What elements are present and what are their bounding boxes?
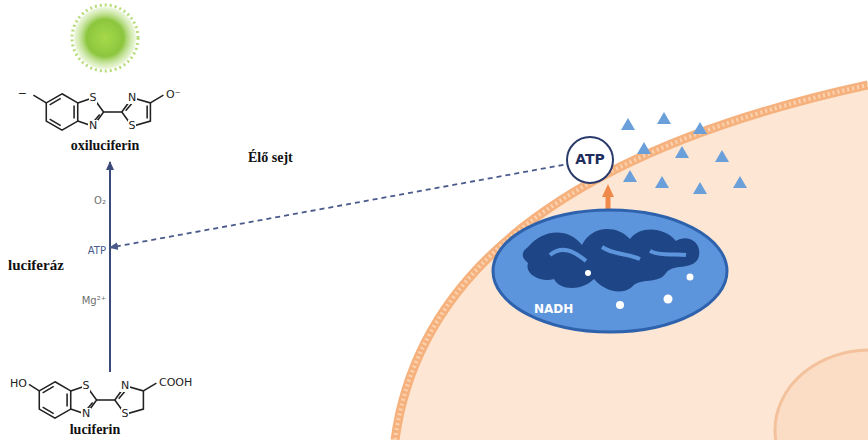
nucleus <box>775 350 868 440</box>
atom-label: S <box>82 380 91 392</box>
atom-label: N <box>127 92 137 104</box>
oxiluciferin-structure <box>33 94 163 130</box>
substrate-name: luciferin <box>70 422 121 437</box>
atom-label: S <box>128 120 137 132</box>
reaction-arrow <box>109 162 111 372</box>
node-text: ATP <box>88 245 106 256</box>
group-label: HO <box>9 378 28 390</box>
cofactor-node: ATP <box>88 245 106 256</box>
cofactor-label: O₂ <box>94 195 106 206</box>
mitochondrion: NADH <box>490 207 730 335</box>
product-name: oxiluciferin <box>71 138 139 153</box>
atp-molecules <box>621 112 747 194</box>
node-text: ATP <box>575 152 605 167</box>
atom-label: N <box>120 380 130 392</box>
atom-label: N <box>88 120 98 132</box>
atom-label: S <box>89 92 98 104</box>
group-label: COOH <box>158 377 193 389</box>
atom-label: O⁻ <box>165 89 181 101</box>
atom-label: S <box>121 408 130 420</box>
cell-label: Élő sejt <box>248 150 293 165</box>
charge-label: − <box>17 88 28 100</box>
atp-export-arrow <box>606 190 611 210</box>
node-text: NADH <box>534 303 573 316</box>
enzyme-label: luciferáz <box>8 257 64 274</box>
dashed-connector <box>110 165 563 248</box>
atp-circle: ATP <box>566 136 614 184</box>
light-glow <box>72 5 138 71</box>
cofactor-label: Mg²⁺ <box>82 295 106 306</box>
mitochondrion-shape <box>490 207 730 335</box>
atom-label: N <box>81 408 91 420</box>
luciferin-structure <box>29 382 156 418</box>
